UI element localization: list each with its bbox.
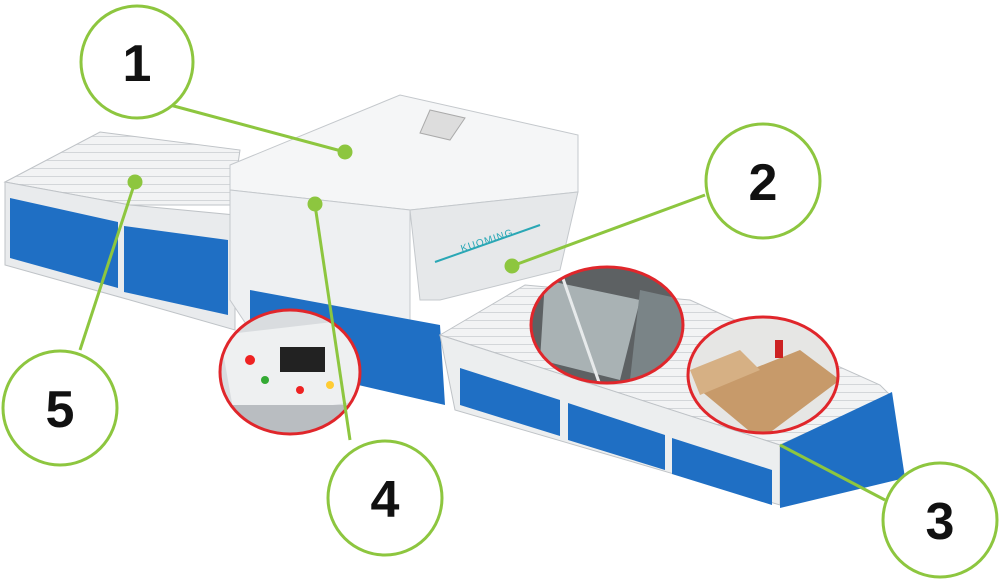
callout-5: 5 bbox=[1, 349, 119, 467]
control-panel-inset bbox=[218, 308, 362, 436]
callout-label: 5 bbox=[46, 381, 75, 439]
callout-label: 3 bbox=[926, 493, 955, 551]
callout-1: 1 bbox=[79, 4, 195, 120]
callout-4: 4 bbox=[326, 439, 444, 557]
callout-3: 3 bbox=[881, 461, 999, 579]
glass-inset bbox=[529, 265, 685, 385]
callout-label: 4 bbox=[371, 471, 400, 529]
leader-lines bbox=[78, 103, 886, 502]
callout-label: 2 bbox=[749, 154, 778, 212]
callout-2: 2 bbox=[704, 122, 822, 240]
packaging-inset bbox=[686, 315, 840, 435]
unloading-table bbox=[3, 131, 245, 331]
callout-label: 1 bbox=[123, 35, 152, 93]
